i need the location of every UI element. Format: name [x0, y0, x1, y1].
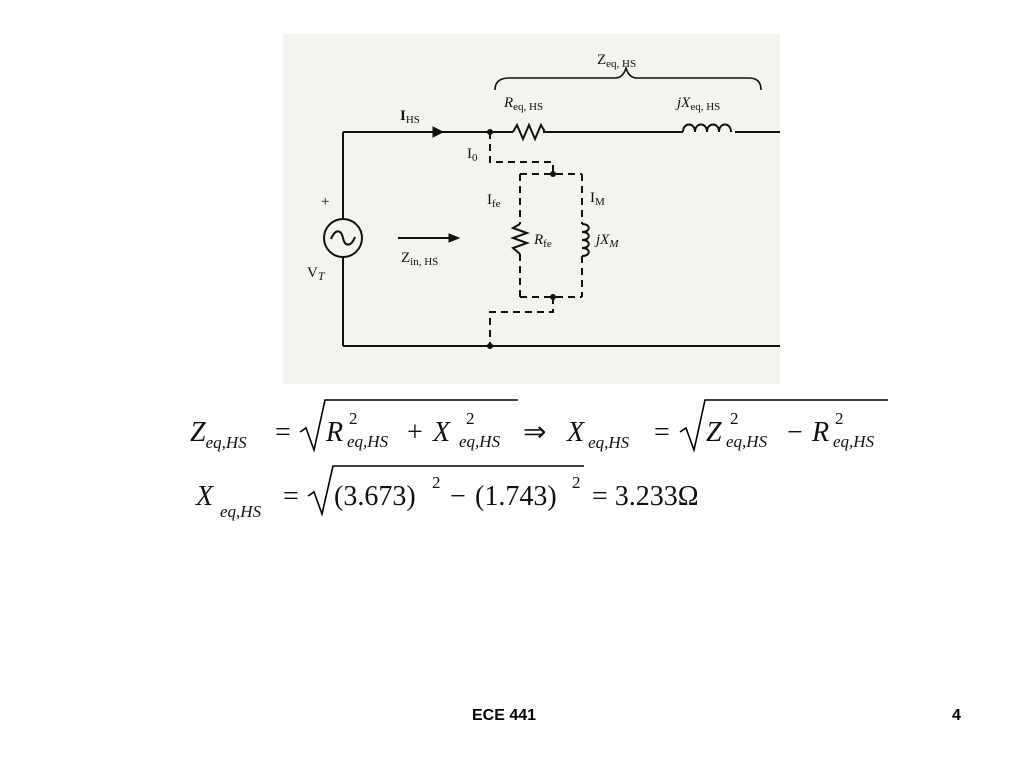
zeq-brace: [494, 65, 762, 91]
eq2-equals: =: [283, 481, 299, 512]
eq1-sqrt2-sign: [679, 399, 888, 453]
eq1-rhs-equals: =: [654, 417, 670, 448]
eq2-term1-sup: 2: [432, 473, 441, 492]
eq2-sqrt-sign: [307, 465, 584, 517]
i0-label: I0: [467, 146, 478, 164]
eq2-result: = 3.233Ω: [592, 481, 699, 512]
circuit-figure: + VT IHS I0 Ife IM Req, HS jXeq, HS Zeq,…: [283, 34, 780, 384]
source-label: VT: [307, 265, 326, 283]
im-label: IM: [590, 190, 605, 208]
eq1-r2-term: R: [811, 417, 829, 448]
equivalent-circuit-diagram: + VT IHS I0 Ife IM Req, HS jXeq, HS Zeq,…: [307, 52, 780, 349]
eq2-lhs-sub: eq,HS: [220, 502, 262, 521]
ife-label: Ife: [487, 192, 501, 210]
eq1-z-sub: eq,HS: [726, 432, 768, 451]
eq1-x-sub: eq,HS: [459, 432, 501, 451]
xeq-label: jXeq, HS: [675, 95, 720, 113]
req-label: Req, HS: [503, 95, 543, 113]
eq1-r2-sup: 2: [835, 409, 844, 428]
eq1-z-sup: 2: [730, 409, 739, 428]
eq1-x-term: X: [432, 417, 451, 448]
eq1-plus: +: [407, 417, 423, 448]
eq1-r-sup: 2: [349, 409, 358, 428]
series-resistor: [512, 122, 546, 142]
eq1-r-term: R: [325, 417, 343, 448]
eq1-sqrt-sign: [299, 399, 518, 453]
rfe-label: Rfe: [533, 232, 552, 250]
eq2-minus: −: [450, 481, 466, 512]
eq1-lhs: Zeq,HS: [190, 417, 247, 452]
eq2-term2-sup: 2: [572, 473, 581, 492]
eq1-equals: =: [275, 417, 291, 448]
eq2-term2: (1.743): [475, 481, 557, 512]
eq1-z-term: Z: [706, 417, 722, 448]
xm-label: jXM: [594, 232, 619, 250]
eq2-term1: (3.673): [334, 481, 416, 512]
eq1-r2-sub: eq,HS: [833, 432, 875, 451]
eq2-lhs: X: [195, 481, 214, 512]
zeq-label: Zeq, HS: [597, 52, 636, 70]
ac-source-symbol: [323, 218, 363, 258]
page-number: 4: [952, 707, 961, 724]
ihs-label: IHS: [400, 108, 420, 126]
footer-course-label: ECE 441: [472, 707, 537, 724]
core-loss-resistor: [510, 223, 530, 255]
source-plus-label: +: [321, 194, 329, 210]
zin-label: Zin, HS: [401, 250, 438, 268]
branch-top-link: [489, 132, 554, 174]
eq1-implies: ⇒: [523, 417, 546, 448]
eq1-r-sub: eq,HS: [347, 432, 389, 451]
series-inductor: [682, 123, 732, 133]
eq1-x-sup: 2: [466, 409, 475, 428]
eq1-minus: −: [787, 417, 803, 448]
magnetizing-inductor: [581, 223, 590, 257]
